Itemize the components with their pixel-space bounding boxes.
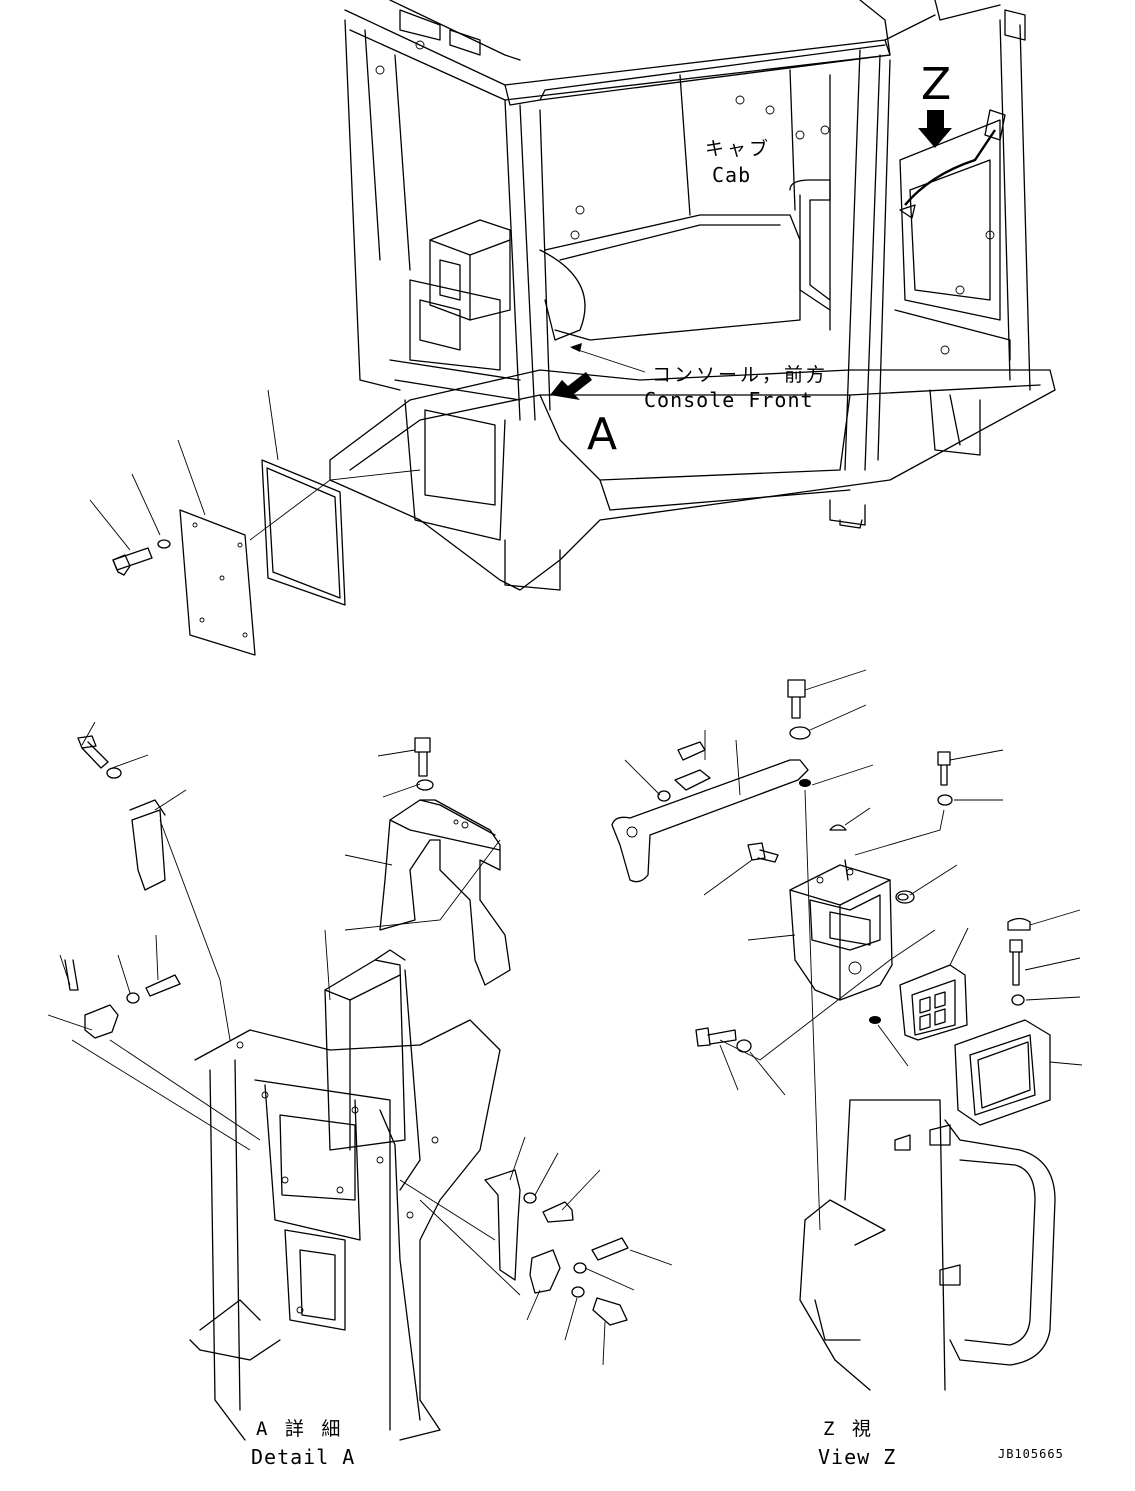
detail-a-title-jp: A 詳 細 [256,1418,344,1440]
cover-plate-assembly [89,389,421,656]
view-a-marker-label: A [587,409,618,460]
drawing-number: JB105665 [998,1447,1064,1461]
view-z-marker-label: Z [921,59,952,110]
cab-label-en: Cab [712,163,752,187]
console-label-en: Console Front [644,388,814,412]
cab-frame-drawing [329,0,1056,591]
detail-a-drawing [47,721,673,1441]
view-z-title-en: View Z [818,1445,897,1469]
view-a-arrow [550,372,592,400]
detail-a-title-en: Detail A [251,1445,356,1469]
view-z-title-jp: Z 視 [823,1418,874,1440]
cab-label-jp: キャブ [705,138,772,160]
view-z-drawing [611,669,1083,1391]
console-label-jp: コンソール，前方 [652,364,829,386]
view-z-arrow [918,110,952,148]
